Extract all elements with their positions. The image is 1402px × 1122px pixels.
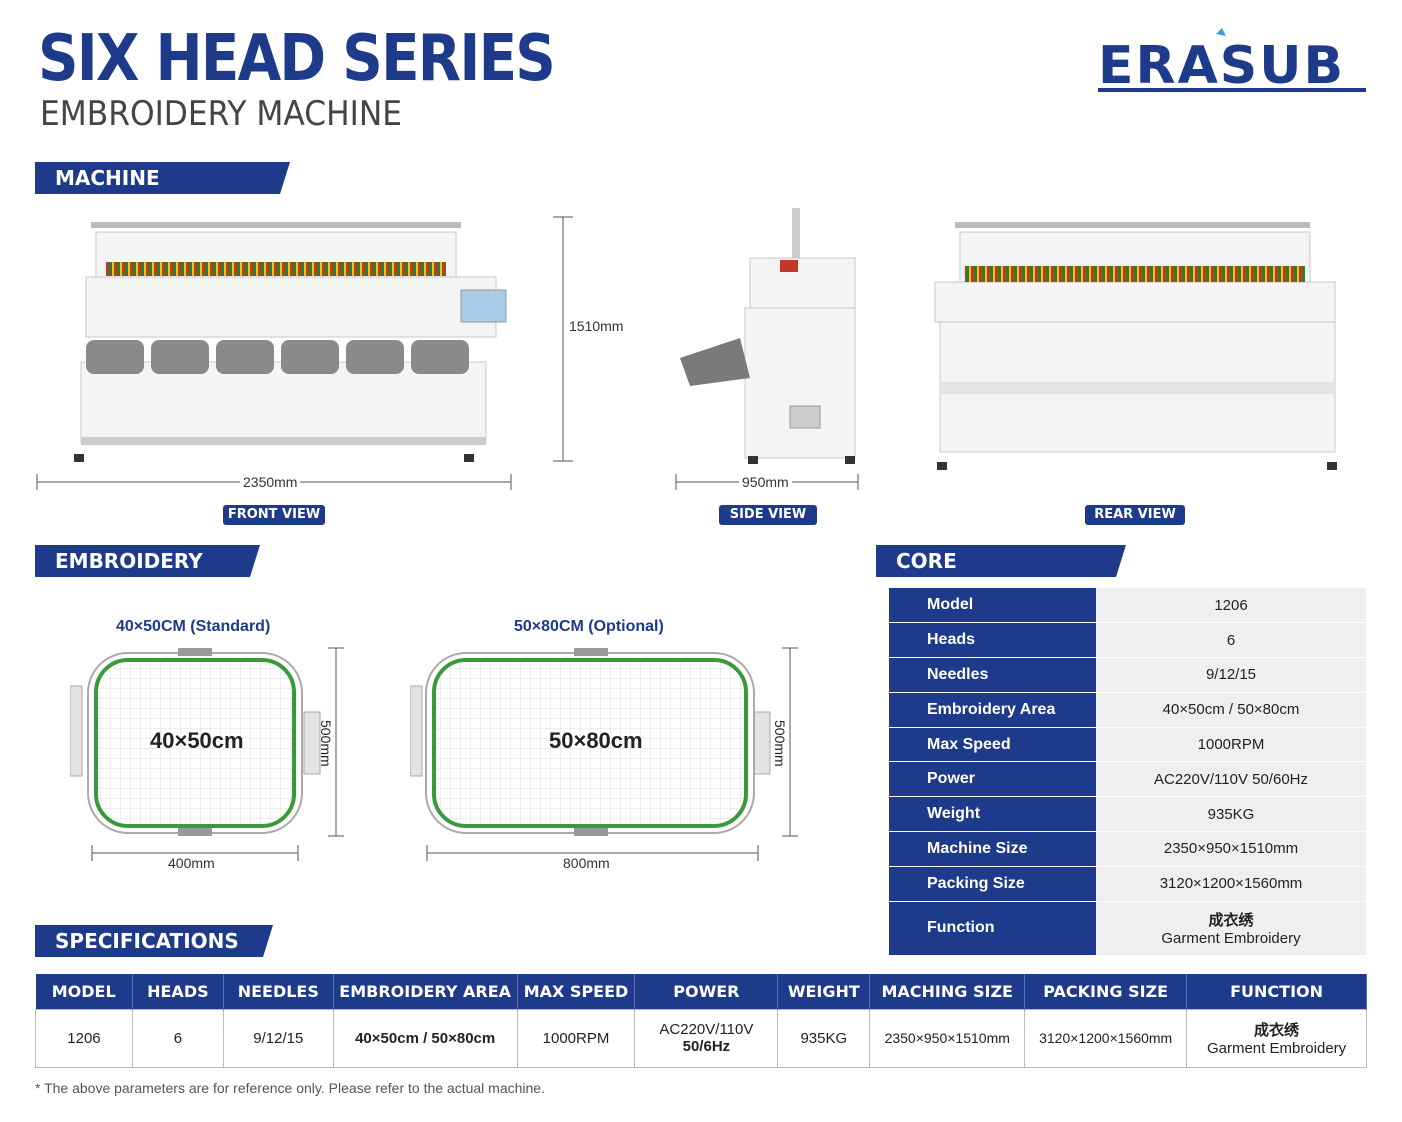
hoop2-center-label: 50×80cm [549,728,643,753]
logo-bird-icon [1216,28,1226,36]
core-spec-key: Machine Size [889,831,1096,867]
core-spec-key: Needles [889,657,1096,693]
core-spec-value: 2350×950×1510mm [1096,831,1366,867]
core-spec-value: 40×50cm / 50×80cm [1096,692,1366,728]
core-spec-value: 3120×1200×1560mm [1096,866,1366,902]
section-core-specifications: CORE SPECIFICATIONS [876,545,1126,577]
col-header: POWER [634,974,779,1009]
core-spec-value: 1000RPM [1096,727,1366,763]
core-spec-value: 9/12/15 [1096,657,1366,693]
side-view-tag: SIDE VIEW [719,505,817,525]
cell-packing-size: 3120×1200×1560mm [1024,1008,1188,1068]
col-header: EMBROIDERY AREA [333,974,518,1009]
footnote: * The above parameters are for reference… [35,1080,545,1096]
front-view-tag: FRONT VIEW [223,505,325,525]
col-header: MAX SPEED [517,974,636,1009]
core-spec-key: Function [889,901,1096,956]
core-spec-key: Max Speed [889,727,1096,763]
hoop2-title: 50×80CM (Optional) [514,618,664,635]
power-line1: AC220V/110V [659,1021,754,1038]
hoop1-height-label: 500mm [318,720,334,767]
col-header: NEEDLES [223,974,334,1009]
col-header: WEIGHT [777,974,871,1009]
hoop1-height-dimension [328,647,344,837]
height-label: 1510mm [566,318,627,334]
cell-heads: 6 [131,1008,224,1068]
spec-table: MODEL HEADS NEEDLES EMBROIDERY AREA MAX … [35,974,1367,1068]
core-spec-key: Weight [889,796,1096,833]
hoop1-title: 40×50CM (Standard) [116,618,271,635]
hoop2-height-dimension [782,647,798,837]
section-embroidery-area: EMBROIDERY AREA [35,545,260,577]
core-spec-key: Embroidery Area [889,692,1096,728]
page-subtitle: EMBROIDERY MACHINE [40,94,403,134]
table-row: 1206 6 9/12/15 40×50cm / 50×80cm 1000RPM… [35,1008,1367,1068]
cell-embroidery-area: 40×50cm / 50×80cm [332,1008,518,1068]
hoop2-width-label: 800mm [560,855,613,871]
col-header: MACHING SIZE [869,974,1026,1009]
core-spec-value: 6 [1096,622,1366,659]
section-specifications-table: SPECIFICATIONS TABLE [35,925,273,957]
cell-model: 1206 [35,1008,133,1068]
front-width-label: 2350mm [240,474,301,490]
hoop1-center-label: 40×50cm [150,728,244,753]
hoop2-width-dimension [426,845,759,861]
core-spec-value: AC220V/110V 50/60Hz [1096,761,1366,798]
hoop2-height-label: 500mm [772,720,788,767]
core-spec-key: Power [889,761,1096,798]
cell-max-speed: 1000RPM [516,1008,636,1068]
function-en: Garment Embroidery [1206,1040,1347,1057]
rear-view-image [934,222,1337,470]
power-line2: 50/6Hz [682,1038,731,1055]
hoop1-image [70,648,321,836]
height-dimension [553,216,573,462]
cell-needles: 9/12/15 [222,1008,334,1068]
front-view-image [74,222,507,462]
col-header: PACKING SIZE [1024,974,1188,1009]
function-en: Garment Embroidery [1161,930,1301,948]
logo-text: ERASUB [1098,36,1345,96]
side-width-label: 950mm [739,474,792,490]
hoop2-image [410,648,771,836]
core-spec-key: Packing Size [889,866,1096,902]
col-header: MODEL [35,974,133,1009]
cell-weight: 935KG [777,1008,871,1068]
col-header: FUNCTION [1186,974,1367,1009]
erasub-logo: ERASUB [1098,28,1366,96]
cell-machine-size: 2350×950×1510mm [869,1008,1026,1068]
hoop1-width-dimension [91,845,299,861]
page-title: SIX HEAD SERIES [38,22,556,96]
core-spec-value: 935KG [1096,796,1366,833]
core-spec-value: 1206 [1096,588,1366,624]
core-spec-key: Heads [889,622,1096,659]
core-spec-key: Model [889,588,1096,624]
hoop1-width-label: 400mm [165,855,218,871]
col-header: HEADS [132,974,224,1009]
function-cn: 成衣绣 [1208,912,1254,930]
spec-table-header: MODEL HEADS NEEDLES EMBROIDERY AREA MAX … [35,974,1367,1009]
section-machine-dimensions: MACHINE DIMENSIONS [35,162,290,194]
function-cn: 成衣绣 [1254,1022,1300,1039]
rear-view-tag: REAR VIEW [1085,505,1185,525]
side-view-image [680,208,856,464]
